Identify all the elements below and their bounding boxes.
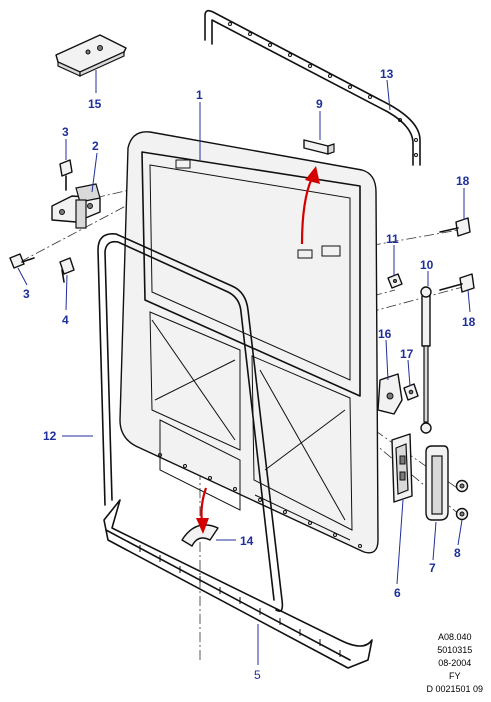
part-3-bolt-upper[interactable] [59,159,73,191]
part-6-handle-housing[interactable] [391,433,413,503]
part-4-clip[interactable] [59,257,75,283]
part-16-bracket[interactable] [377,373,403,415]
part-11-pin[interactable] [387,273,403,289]
reference-date: 08-2004 [438,658,472,668]
leader-lines [17,70,471,665]
part-5-lower-seal-strip[interactable] [103,499,373,669]
arrow-up-icon [300,166,320,245]
part-13-roof-seal-strip[interactable] [204,9,421,166]
part-8-nut-lower[interactable] [455,507,469,521]
part-2-hinge[interactable] [51,183,101,229]
callout-2: 2 [92,139,99,153]
part-1-door-shell[interactable] [119,131,379,554]
part-3-bolt-lower[interactable] [9,253,35,269]
part-8-nut-upper[interactable] [455,479,469,493]
part-14-cover[interactable] [181,524,219,547]
part-7-handle[interactable] [425,445,449,521]
callout-11: 11 [386,232,399,246]
callout-10: 10 [420,258,434,272]
callout-4: 4 [62,313,69,327]
callout-18-lower: 18 [462,315,476,329]
callout-3-upper: 3 [62,125,69,139]
reference-number: 5010315 [437,645,473,655]
part-15-bracket[interactable] [55,34,127,77]
callout-7: 7 [429,561,436,575]
part-18-bolt-lower[interactable] [439,273,475,293]
callout-17: 17 [400,347,414,361]
callout-6: 6 [394,586,401,600]
callout-8: 8 [454,546,461,560]
arrow-down-icon [196,487,209,534]
callout-15: 15 [88,97,102,111]
callout-12: 12 [43,429,57,443]
part-10-gas-strut[interactable] [420,286,432,434]
reference-model: FY [448,671,461,681]
reference-drawing-id: D 0021501 09 [426,684,483,694]
callout-14: 14 [240,534,254,548]
drawing-reference-block: A08.040 5010315 08-2004 FY D 0021501 09 [426,631,483,696]
callout-9: 9 [316,97,323,111]
callout-13: 13 [380,67,394,81]
part-12-door-seal[interactable] [97,233,284,613]
part-9-cap[interactable] [303,139,335,155]
part-17-screw[interactable] [403,383,419,401]
part-18-bolt-upper[interactable] [439,217,471,237]
callout-5: 5 [254,668,261,682]
callout-16: 16 [378,327,392,341]
callout-labels: 1 2 3 3 4 5 6 7 8 9 10 11 12 13 14 15 16… [23,67,476,682]
callout-3-lower: 3 [23,287,30,301]
callout-18-upper: 18 [456,174,470,188]
reference-code: A08.040 [437,632,472,642]
callout-1: 1 [196,88,203,102]
